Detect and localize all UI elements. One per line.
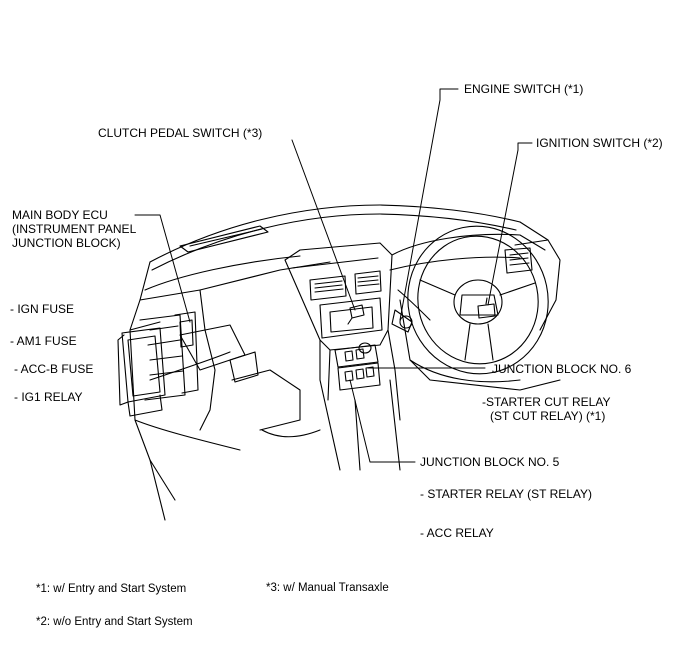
- dashboard-outline: [129, 204, 561, 521]
- main-body-ecu-label: MAIN BODY ECU: [12, 208, 108, 222]
- ign-fuse-label: - IGN FUSE: [10, 302, 75, 316]
- ig1-relay-label: - IG1 RELAY: [14, 390, 83, 404]
- engine-switch-label: ENGINE SWITCH (*1): [464, 82, 584, 96]
- junction-block-6: [334, 342, 381, 391]
- main-body-ecu-label-line2: (INSTRUMENT PANEL: [12, 222, 137, 236]
- junction-block-6-label: JUNCTION BLOCK NO. 6: [492, 362, 632, 376]
- main-body-ecu-block: [117, 311, 199, 417]
- acc-b-fuse-label: - ACC-B FUSE: [14, 362, 94, 376]
- main-body-ecu-label-line3: JUNCTION BLOCK): [12, 236, 121, 250]
- starter-cut-relay-label: -STARTER CUT RELAY: [482, 395, 611, 409]
- footnote-2: *2: w/o Entry and Start System: [36, 616, 193, 628]
- acc-relay-label: - ACC RELAY: [420, 526, 494, 540]
- footnote-3: *3: w/ Manual Transaxle: [266, 582, 389, 594]
- ignition-switch-label: IGNITION SWITCH (*2): [536, 136, 663, 150]
- ignition-switch-component: [477, 297, 496, 319]
- junction-block-5-label: JUNCTION BLOCK NO. 5: [420, 455, 560, 469]
- starter-relay-label: - STARTER RELAY (ST RELAY): [420, 487, 593, 501]
- clutch-pedal-switch-label: CLUTCH PEDAL SWITCH (*3): [98, 126, 263, 140]
- footnote-1: *1: w/ Entry and Start System: [36, 583, 187, 595]
- am1-fuse-label: - AM1 FUSE: [10, 334, 77, 348]
- clutch-pedal-switch-component: [347, 304, 365, 325]
- starter-cut-relay-label-line2: (ST CUT RELAY) (*1): [490, 409, 606, 423]
- steering-wheel: [407, 225, 549, 375]
- leader-lines: [134, 88, 533, 463]
